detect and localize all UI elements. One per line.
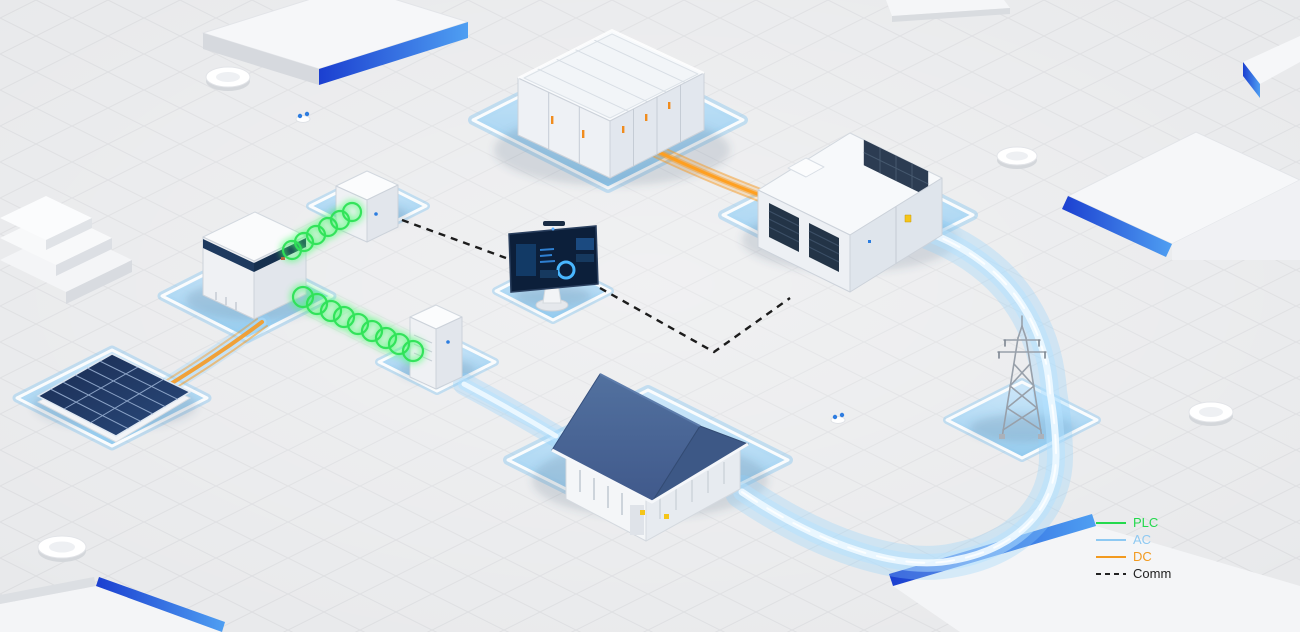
comm-line-1 — [401, 218, 507, 260]
legend-label-ac: AC — [1133, 532, 1151, 547]
stepped-block — [0, 196, 132, 304]
legend: PLC AC DC Comm — [1096, 515, 1171, 581]
pcs-warning-sign — [904, 214, 912, 223]
solar-array — [36, 353, 192, 443]
mini-markers — [295, 111, 846, 424]
building-sign-1 — [640, 510, 645, 515]
building-sign-2 — [664, 514, 669, 519]
monitor-dashboard — [516, 238, 594, 280]
slab-right — [1062, 131, 1300, 260]
flow-ac-main — [725, 211, 1074, 580]
mini-marker — [295, 111, 311, 123]
battery-cabinet — [409, 304, 463, 390]
slab-top-center — [886, 0, 1010, 22]
container-door-handles — [551, 102, 671, 138]
sensor-disc — [996, 146, 1038, 169]
legend-label-plc: PLC — [1133, 515, 1158, 530]
flow-ac-branch — [453, 373, 567, 447]
sensor-disc — [1188, 401, 1234, 426]
slab-top-right — [1243, 36, 1300, 98]
transmission-tower — [997, 315, 1047, 439]
legend-label-dc: DC — [1133, 549, 1152, 564]
mini-marker — [830, 412, 846, 424]
plant-building — [551, 373, 749, 542]
inverter-logo-mark — [281, 257, 285, 260]
plc-coil-1 — [280, 200, 364, 262]
comm-line-2 — [599, 286, 791, 354]
comm-cabinet — [335, 170, 399, 243]
slab-top-left — [201, 0, 470, 85]
monitoring-workstation — [508, 221, 599, 312]
pcs-transformer — [757, 132, 943, 293]
sensor-disc — [205, 66, 251, 91]
sensor-disc — [37, 535, 87, 562]
battery-container — [517, 29, 705, 179]
plc-coil-2 — [290, 284, 426, 364]
slab-bottom-left — [0, 577, 225, 632]
comm-lines — [401, 218, 791, 354]
legend-label-comm: Comm — [1133, 566, 1171, 581]
sensor-discs — [37, 66, 1234, 562]
